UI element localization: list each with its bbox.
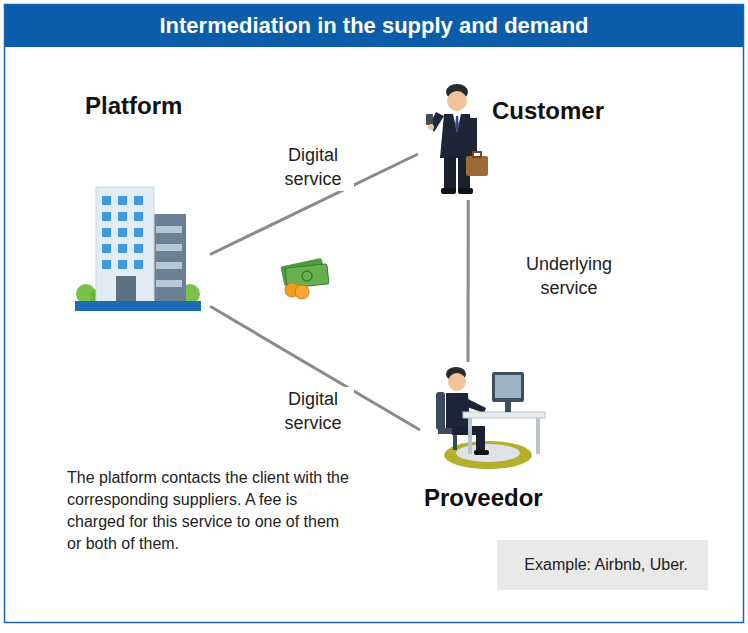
node-title: Customer xyxy=(492,97,604,125)
provider-icon xyxy=(436,367,545,469)
money-icon xyxy=(280,258,329,299)
node-title: Platform xyxy=(85,92,182,120)
edge-label: Underlying service xyxy=(505,252,633,300)
edge-label: Digital service xyxy=(272,143,354,191)
connector-line xyxy=(467,200,470,362)
customer-node: Customer xyxy=(418,85,623,200)
edge-label: Digital service xyxy=(272,387,354,435)
customer-icon xyxy=(426,84,488,194)
platform-node: Platform xyxy=(75,88,210,313)
title-band xyxy=(5,5,743,47)
node-title: Proveedor xyxy=(424,484,543,512)
example-text: Example: Airbnb, Uber. xyxy=(524,554,688,576)
note-text: The platform contacts the client with th… xyxy=(67,467,357,555)
title-text: Intermediation in the supply and demand xyxy=(5,5,743,47)
building-icon xyxy=(75,187,201,311)
example-box: Example: Airbnb, Uber. xyxy=(497,540,708,590)
outer-frame xyxy=(5,5,744,623)
provider-node: Proveedor xyxy=(420,362,570,520)
